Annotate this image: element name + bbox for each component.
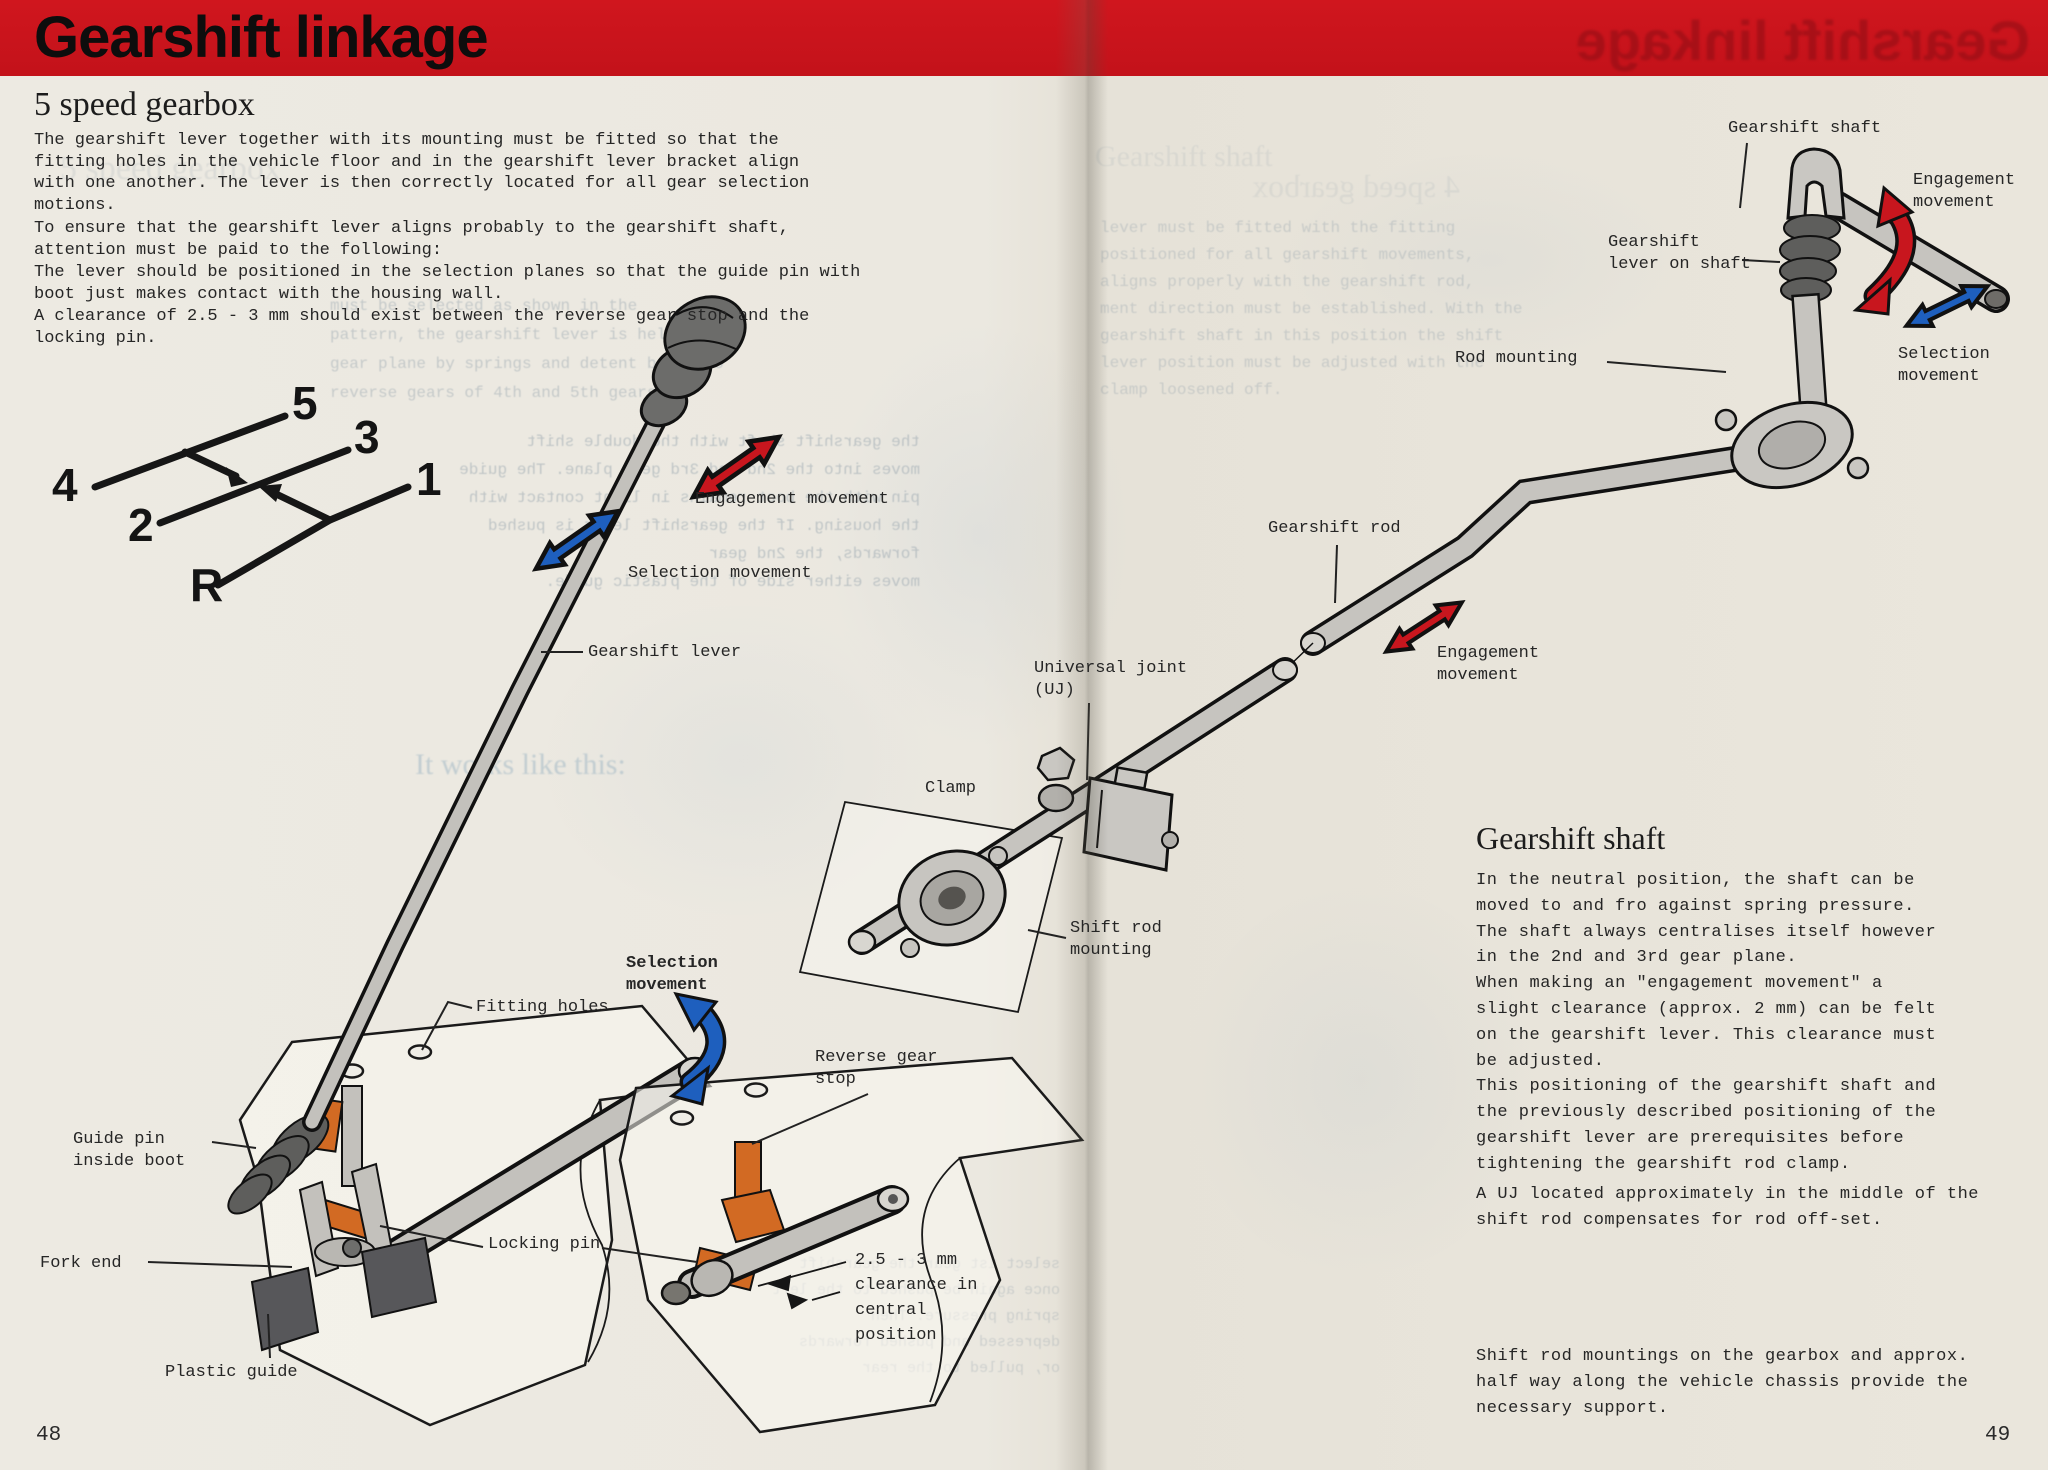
gear-4: 4	[52, 459, 78, 511]
label-selection-movement-bold: Selection movement	[626, 954, 718, 995]
left-paragraph-2: To ensure that the gearshift lever align…	[34, 219, 789, 260]
header-ghost-title: Gearshift linkage	[1575, 9, 2030, 72]
housing-right-detail-outline	[618, 1056, 1085, 1434]
clamp-bolt	[1036, 746, 1076, 782]
gear-2: 2	[128, 499, 154, 551]
gear-R: R	[190, 559, 224, 611]
engagement-curved-arrow-top-right	[1852, 185, 1917, 316]
right-section-heading: Gearshift shaft	[1476, 820, 1666, 856]
label-gearshift-rod: Gearshift rod	[1268, 519, 1401, 538]
label-universal-joint: Universal joint (UJ)	[1034, 659, 1188, 700]
label-clearance: 2.5 - 3 mm clearance in central position	[855, 1251, 978, 1345]
label-rod-mounting: Rod mounting	[1455, 349, 1578, 368]
clevis-fork	[1786, 147, 1846, 220]
page-title: Gearshift linkage	[34, 5, 489, 70]
left-paragraph-1: The gearshift lever together with its mo…	[34, 131, 810, 215]
left-paragraph-3: The lever should be positioned in the se…	[34, 263, 861, 304]
selection-curved-arrow-left	[668, 991, 727, 1106]
header-bar: Gearshift linkage Gearshift linkage	[0, 0, 2048, 76]
page-fold-shadow	[1056, 0, 1108, 1470]
fitting-hole	[407, 1044, 433, 1060]
label-engagement-movement-left: Engagement movement	[695, 490, 889, 509]
plastic-guide-block	[360, 1236, 438, 1319]
label-gearshift-shaft-top: Gearshift shaft	[1728, 119, 1882, 138]
label-fork-end: Fork end	[40, 1254, 122, 1273]
label-selection-movement-top: Selection movement	[1898, 345, 1990, 386]
left-section-heading: 5 speed gearbox	[34, 86, 255, 123]
gearshift-shaft-assembly	[1714, 147, 2010, 490]
page-number-right: 49	[1985, 1424, 2011, 1447]
right-paragraph-3: Shift rod mountings on the gearbox and a…	[1476, 1347, 1969, 1418]
right-paragraph-2: A UJ located approximately in the middle…	[1476, 1185, 1979, 1230]
label-shift-rod-mounting: Shift rod mounting	[1070, 919, 1162, 960]
gear-knob	[663, 295, 747, 371]
leader-lines	[147, 142, 1781, 1359]
gear-1: 1	[416, 453, 442, 505]
label-fitting-holes: Fitting holes	[476, 998, 609, 1017]
gearshift-lever-left	[302, 295, 747, 1132]
label-selection-movement-left: Selection movement	[628, 564, 812, 583]
clearance-indicator	[757, 1261, 847, 1310]
label-gearshift-lever-on-shaft: Gearshift lever on shaft	[1608, 233, 1751, 274]
label-locking-pin: Locking pin	[488, 1235, 601, 1254]
label-clamp: Clamp	[925, 779, 977, 798]
label-plastic-guide: Plastic guide	[165, 1363, 298, 1382]
label-gearshift-lever: Gearshift lever	[588, 643, 742, 662]
gear-5: 5	[292, 377, 318, 429]
label-guide-pin: Guide pin inside boot	[73, 1130, 186, 1171]
gear-pattern-diagram	[91, 412, 412, 589]
gear-3: 3	[354, 411, 380, 463]
label-engagement-movement-top: Engagement movement	[1913, 171, 2016, 212]
label-engagement-movement-mid: Engagement movement	[1437, 644, 1540, 685]
right-paragraph-1: In the neutral position, the shaft can b…	[1476, 871, 1937, 1174]
universal-joint-clamp	[1036, 746, 1179, 872]
left-paragraph-4: A clearance of 2.5 - 3 mm should exist b…	[34, 307, 810, 348]
page-number-left: 48	[36, 1424, 62, 1447]
shift-rod-mounting-ring	[897, 846, 1008, 958]
selector-shaft-right-detail	[660, 1185, 910, 1306]
label-reverse-gear-stop: Reverse gear stop	[815, 1048, 938, 1089]
